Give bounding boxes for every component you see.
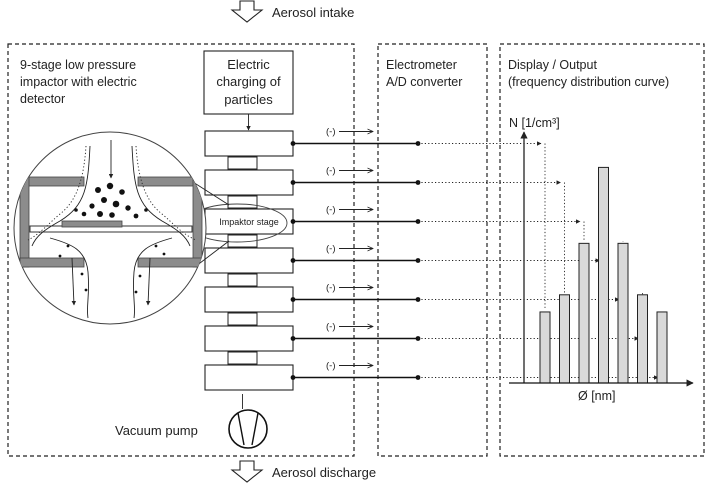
distribution-bar-2 <box>559 294 570 384</box>
stage-connector <box>227 156 258 170</box>
distribution-bar-5 <box>617 242 629 384</box>
stage-terminal <box>290 258 296 263</box>
charging-box-line-3: particles <box>224 92 273 107</box>
impactor-stage-4 <box>204 247 294 274</box>
intake-label: Aerosol intake <box>272 5 354 20</box>
stage-connector <box>227 195 258 209</box>
charge-label: (-) <box>326 244 336 255</box>
stage-terminal <box>290 219 296 224</box>
charge-label: (-) <box>326 283 336 294</box>
discharge-label: Aerosol discharge <box>272 465 376 480</box>
stage-connector <box>227 312 258 326</box>
electrometer-section-frame <box>377 43 488 457</box>
impactor-section-frame <box>7 43 355 457</box>
impactor-title-line-1: 9-stage low pressure <box>20 58 136 72</box>
x-axis-label: Ø [nm] <box>578 389 616 403</box>
distribution-bar-6 <box>637 294 648 384</box>
charge-label: (-) <box>326 361 336 372</box>
distribution-bar-4 <box>598 166 609 384</box>
impactor-stages: Impaktor stage <box>204 130 294 391</box>
distribution-bar-7 <box>656 311 668 384</box>
stage-connector <box>227 234 258 248</box>
charge-label: (-) <box>326 205 336 216</box>
electrometer-title-line-1: Electrometer <box>386 58 457 72</box>
impactor-detail-icon <box>13 131 207 325</box>
charging-box-line-2: charging of <box>216 74 281 89</box>
display-title-line-1: Display / Output <box>508 58 597 72</box>
charging-box-line-1: Electric <box>227 57 270 72</box>
impactor-stage-6 <box>204 325 294 352</box>
electrometer-title-line-2: A/D converter <box>386 75 462 89</box>
charge-label: (-) <box>326 322 336 333</box>
stage-terminal <box>290 336 296 341</box>
discharge-arrow-icon <box>230 460 264 483</box>
impactor-title-line-2: impactor with electric <box>20 75 137 89</box>
stage-terminal <box>290 375 296 380</box>
display-title-line-2: (frequency distribution curve) <box>508 75 669 89</box>
stage-terminal <box>290 180 296 185</box>
impactor-stage-2 <box>204 169 294 196</box>
impactor-title-line-3: detector <box>20 92 65 106</box>
vacuum-pump-label: Vacuum pump <box>115 423 198 438</box>
impactor-stage-label: Impaktor stage <box>219 217 279 227</box>
distribution-bar-3 <box>578 242 590 384</box>
y-axis-label: N [1/cm³] <box>509 116 560 130</box>
charging-box <box>203 50 294 115</box>
distribution-bars <box>539 166 668 384</box>
impactor-stage-5 <box>204 286 294 313</box>
stage-connector <box>227 273 258 287</box>
stage-terminal <box>290 141 296 146</box>
impactor-stage-3 <box>204 208 294 235</box>
charge-label: (-) <box>326 127 336 138</box>
stage-connector <box>227 351 258 365</box>
impactor-stage-1 <box>204 130 294 157</box>
impactor-stage-7 <box>204 364 294 391</box>
charge-label: (-) <box>326 166 336 177</box>
vacuum-pump-icon <box>228 409 268 449</box>
stage-terminal <box>290 297 296 302</box>
display-section-frame <box>499 43 705 457</box>
distribution-bar-1 <box>539 311 551 384</box>
intake-arrow-icon <box>230 0 264 23</box>
